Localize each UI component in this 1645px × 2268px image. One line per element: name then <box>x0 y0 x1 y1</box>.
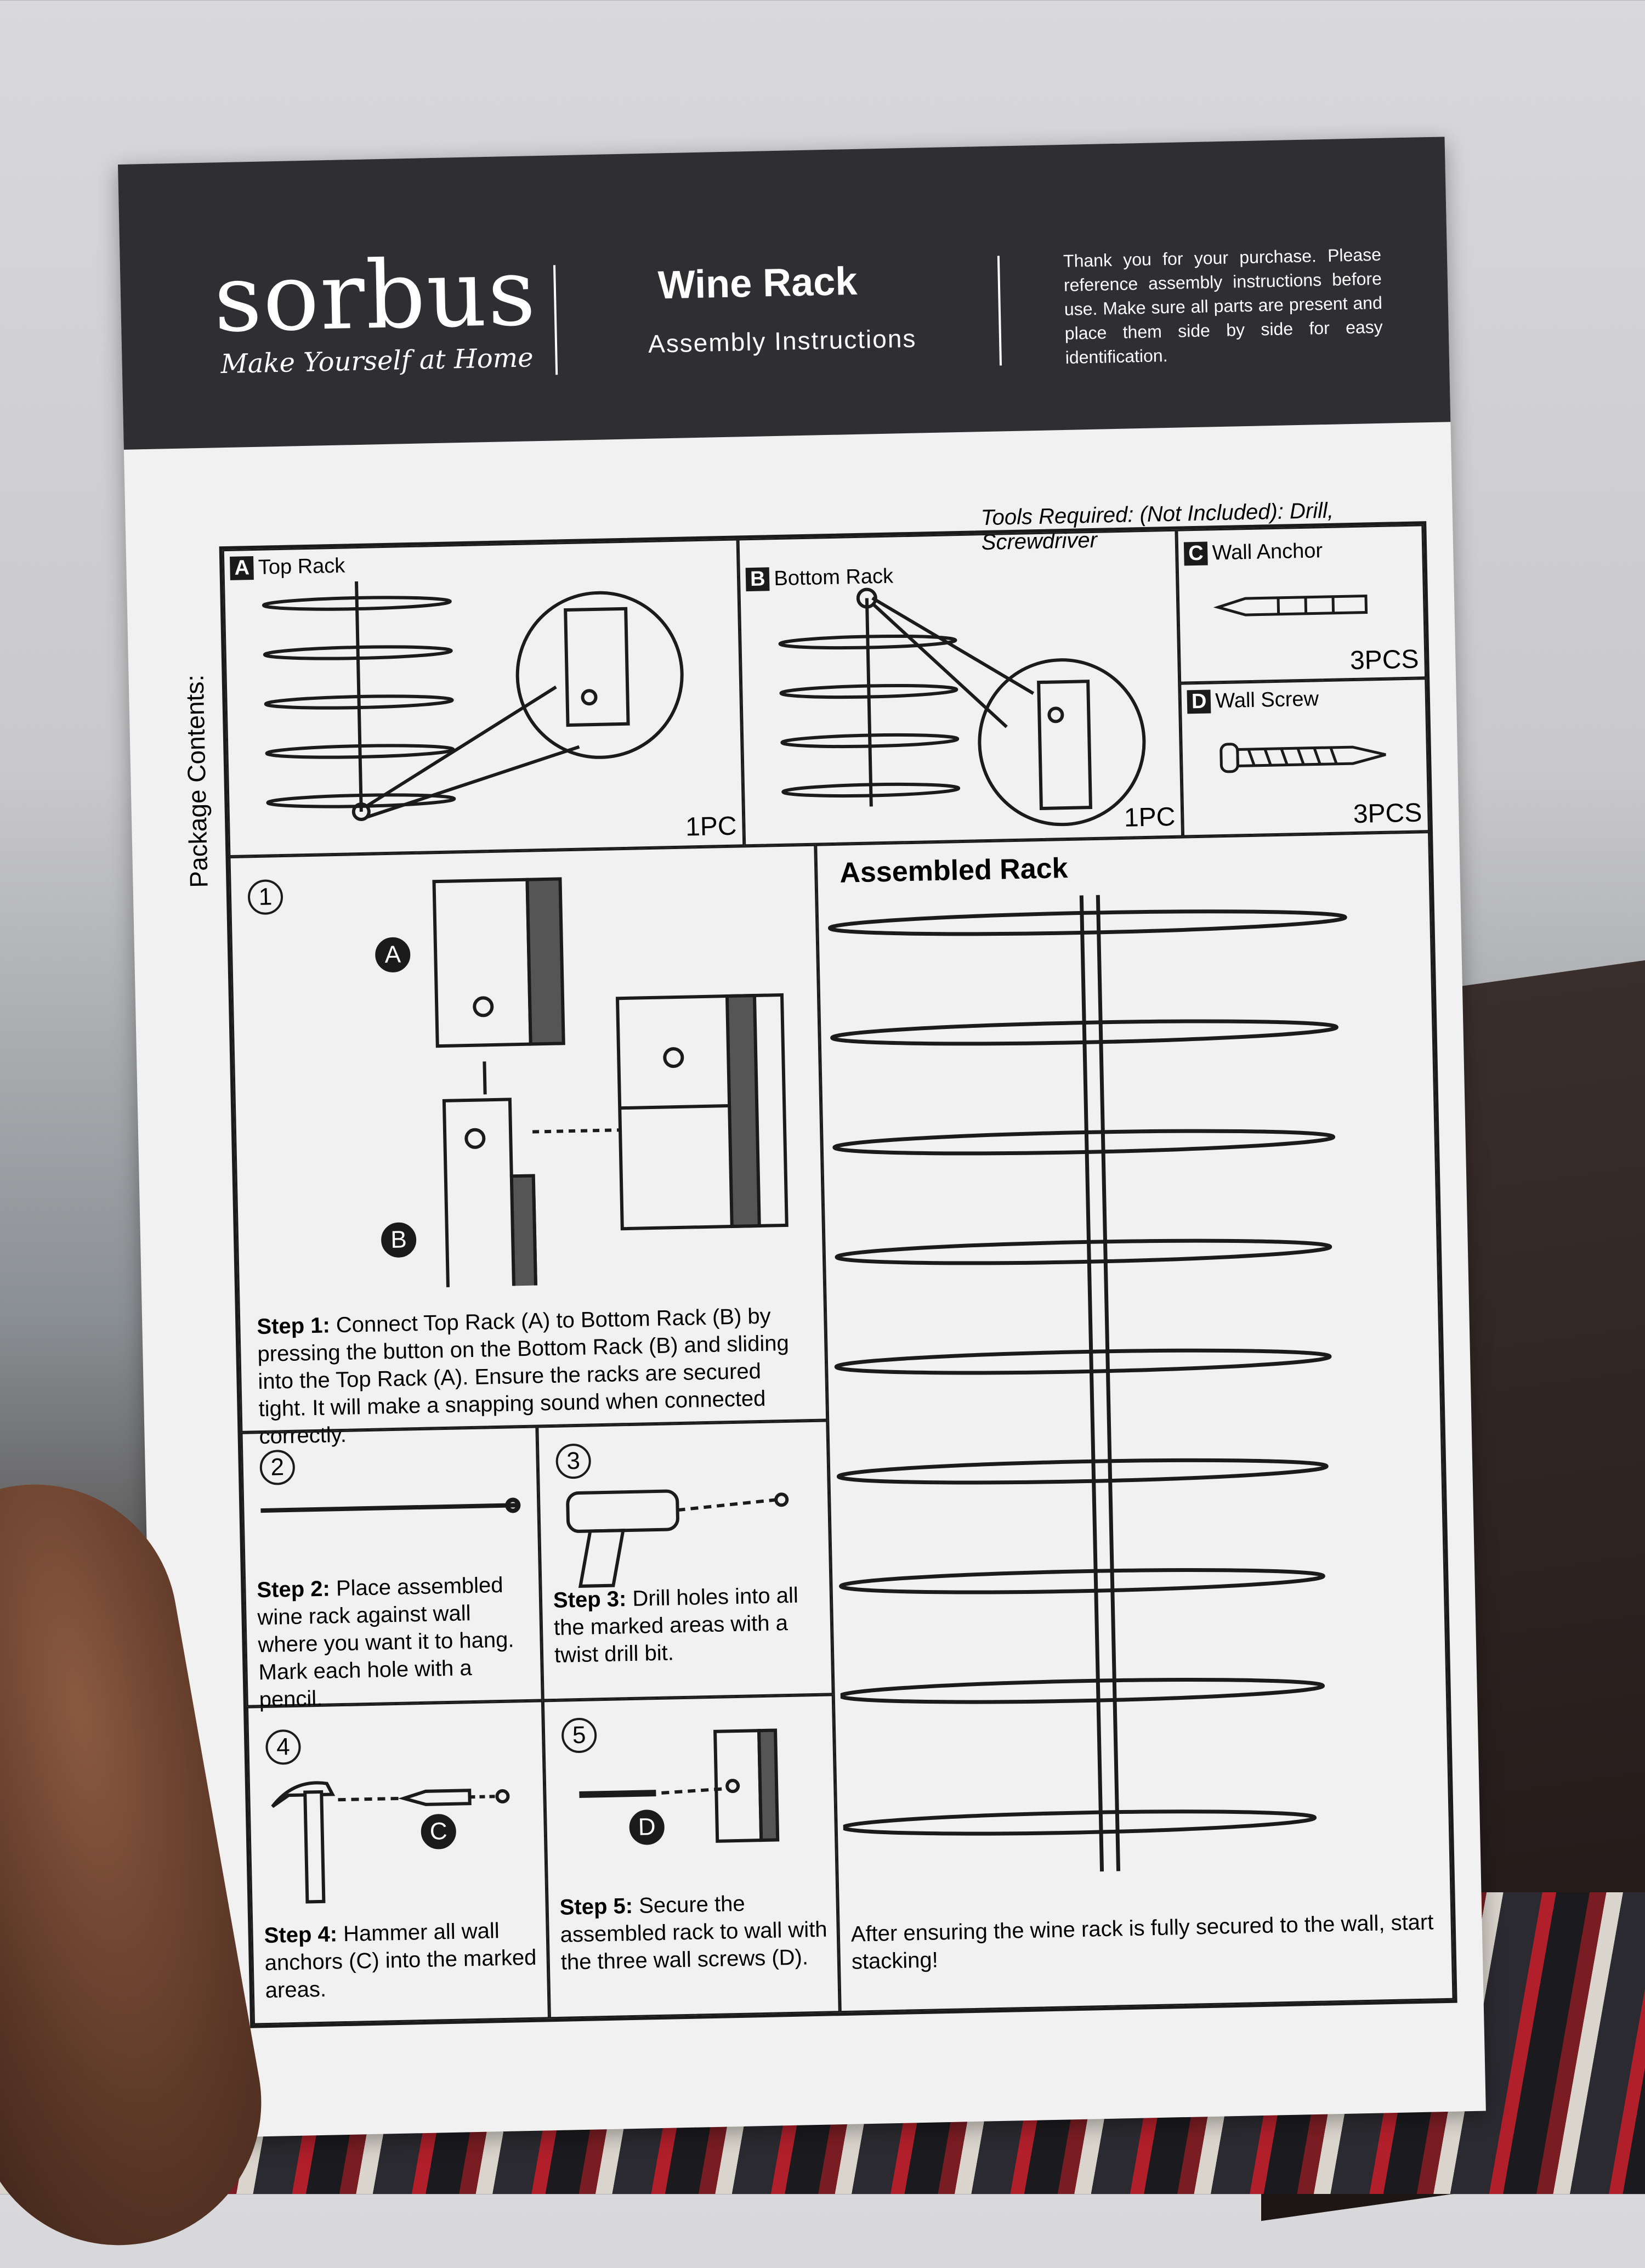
step-2-number: 2 <box>259 1449 296 1486</box>
step-1-number: 1 <box>247 879 283 915</box>
step-1-cell: 1 A B Step 1: Connect Top Rac <box>229 844 828 1449</box>
part-b-name: Bottom Rack <box>774 564 894 591</box>
part-a-qty: 1PC <box>685 811 738 842</box>
brand-logo: sorbus <box>213 238 538 354</box>
step-3-cell: 3 Step 3: Drill holes into all the marke… <box>537 1420 833 1701</box>
part-b-qty: 1PC <box>1124 802 1176 833</box>
assembled-rack-title: Assembled Rack <box>839 852 1069 889</box>
package-contents-label: Package Contents: <box>180 674 213 889</box>
step-2-cell: 2 Step 2: Place assembled wine rack agai… <box>241 1426 543 1712</box>
assembled-rack-cell: Assembled Rack After ensuring the wine r… <box>815 832 1454 2013</box>
header-divider <box>997 256 1002 366</box>
wall-anchor-illustration <box>1213 594 1368 617</box>
step-2-text: Step 2: Place assembled wine rack agains… <box>257 1573 514 1712</box>
step-1-illustration <box>432 877 789 1289</box>
instruction-sheet: sorbus Make Yourself at Home Wine Rack A… <box>118 137 1486 2139</box>
part-c-letter: C <box>1183 541 1209 566</box>
part-c-name: Wall Anchor <box>1212 539 1323 565</box>
page-title: Wine Rack <box>657 259 858 308</box>
header-divider <box>553 265 558 375</box>
assembled-note: After ensuring the wine rack is fully se… <box>850 1910 1434 1974</box>
step-5-text: Step 5: Secure the assembled rack to wal… <box>559 1891 827 1975</box>
rack-against-wall-illustration <box>260 1497 521 1513</box>
part-d-qty: 3PCS <box>1353 798 1422 829</box>
top-rack-illustration <box>262 581 684 821</box>
hammer-illustration <box>271 1781 510 1904</box>
part-d-name: Wall Screw <box>1215 687 1319 713</box>
wall-screw-illustration <box>1219 743 1386 773</box>
screw-illustration <box>579 1728 780 1843</box>
step-5-cell: 5 D Step 5: Secure the assembled rack to… <box>542 1694 840 2019</box>
step-4-text: Step 4: Hammer all wall anchors (C) into… <box>264 1919 537 2003</box>
thank-you-note: Thank you for your purchase. Please refe… <box>1063 244 1383 367</box>
step-3-text: Step 3: Drill holes into all the marked … <box>553 1583 799 1667</box>
page-subtitle: Assembly Instructions <box>648 324 917 358</box>
brand-tagline: Make Yourself at Home <box>220 342 534 380</box>
step-4-cell: 4 C Step 4: Hammer all wall anchors (C) … <box>246 1700 549 2025</box>
part-b-letter: B <box>745 567 770 592</box>
header-banner: sorbus Make Yourself at Home Wine Rack A… <box>118 137 1451 450</box>
assembled-rack-illustration <box>827 895 1347 1872</box>
part-c-qty: 3PCS <box>1349 644 1419 676</box>
bottom-rack-illustration <box>778 587 1146 827</box>
drill-illustration <box>566 1489 789 1588</box>
part-d-letter: D <box>1187 689 1211 714</box>
